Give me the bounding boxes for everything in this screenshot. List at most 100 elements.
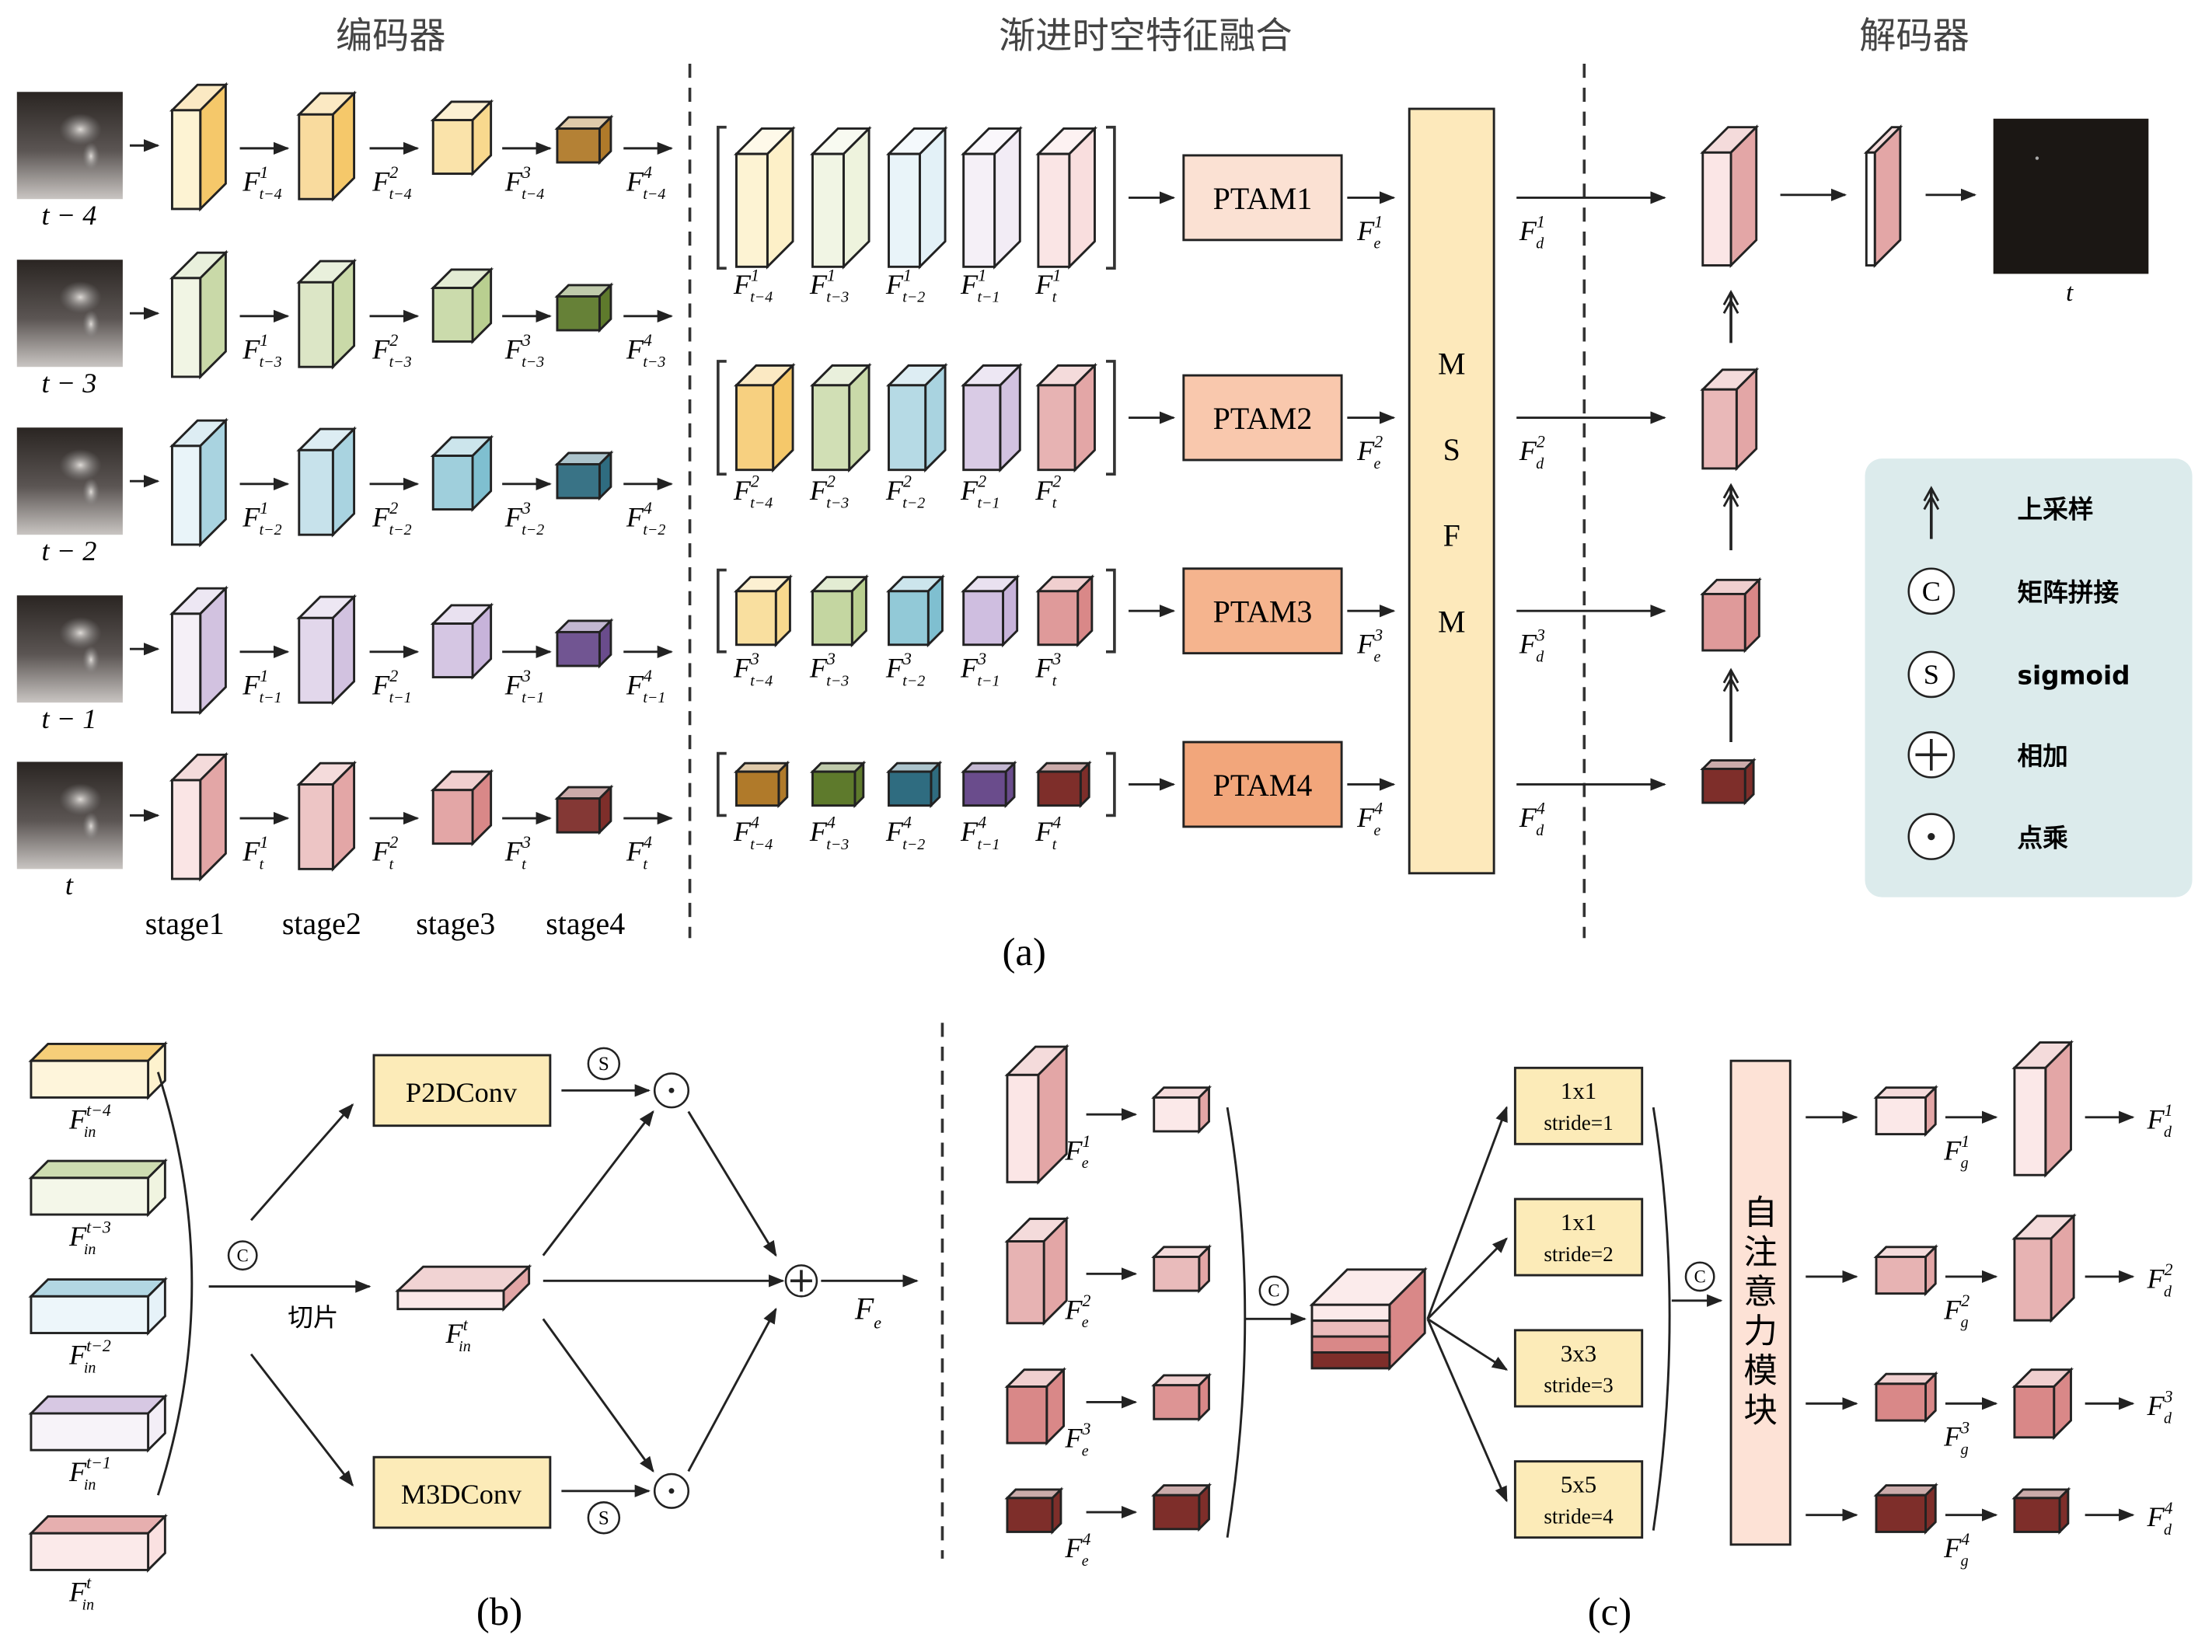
- stage3-block: [430, 602, 494, 681]
- bracket-right: [1106, 751, 1116, 817]
- to-pool-box-arrow: [1426, 1237, 1508, 1320]
- block-front-face: [556, 630, 601, 667]
- ptam-box: [1182, 741, 1343, 828]
- head1: [1722, 667, 1739, 684]
- block-front-face: [1701, 151, 1732, 267]
- concat-c-icon-ring: [1258, 1275, 1289, 1306]
- slab-front: [30, 1532, 150, 1571]
- concat-c-icon-glyph: C: [1694, 1267, 1706, 1287]
- block-front-face: [1037, 590, 1080, 647]
- output-time-label: t: [2066, 279, 2074, 307]
- to-pool-box-arrow: [1426, 1106, 1508, 1319]
- sigmoid-s-icon: S: [1907, 650, 1956, 699]
- block-side-face: [1743, 758, 1755, 806]
- photo-target: [82, 310, 99, 338]
- fusion-input-block: [1035, 760, 1092, 809]
- block-front-face: [811, 590, 853, 647]
- to-m3d-arrow: [249, 1353, 354, 1487]
- block-front-face: [1875, 1096, 1927, 1136]
- attention-char: 模: [1743, 1352, 1778, 1391]
- dot: [668, 1488, 675, 1494]
- block-front-face: [888, 770, 933, 807]
- input-frame-image: [16, 762, 123, 870]
- block-side-face: [1068, 125, 1096, 270]
- fusion-input-block: [885, 760, 943, 809]
- head2: [1722, 491, 1739, 507]
- slab-front: [30, 1412, 150, 1452]
- decoder-panel: t: [1700, 118, 2149, 806]
- pooling-stride: stride=2: [1544, 1242, 1613, 1266]
- fusion-input-block: [885, 125, 948, 270]
- attention-box: [1729, 1059, 1792, 1546]
- block-side-face: [853, 760, 865, 809]
- panel-b-input-slab: [28, 1393, 168, 1453]
- concat-brace: [1226, 1107, 1247, 1538]
- stage1-block: [169, 249, 229, 380]
- output-prediction-map: [1993, 118, 2149, 274]
- block-front-face: [1701, 592, 1746, 652]
- block-side-face: [1924, 1244, 1937, 1297]
- photo-cloud: [59, 281, 102, 314]
- pooling-kernel: 5x5: [1561, 1472, 1596, 1498]
- block-front-face: [298, 616, 334, 704]
- block-front-face: [556, 797, 601, 834]
- stage2-block: [296, 426, 358, 538]
- sigmoid-s-icon-glyph: S: [598, 1508, 609, 1529]
- stage1-block: [169, 751, 229, 882]
- block-front-face: [170, 444, 202, 546]
- block-front-face: [1037, 384, 1076, 472]
- dot-multiply-icon: [653, 1473, 690, 1509]
- fusion-title: 渐进时空特征融合: [999, 15, 1293, 58]
- block-front-face: [431, 789, 474, 845]
- block-side-face: [766, 125, 794, 270]
- frame-time-label: t − 4: [41, 200, 96, 231]
- block-side-face: [924, 362, 947, 473]
- block-front-face: [811, 152, 845, 268]
- panel-label-a: (a): [1003, 930, 1046, 974]
- m3dconv-label: M3DConv: [401, 1479, 522, 1510]
- stage4-block: [554, 618, 614, 669]
- attention-char: 自: [1743, 1194, 1778, 1233]
- block-front-face: [811, 384, 851, 472]
- block-front-face: [298, 783, 334, 870]
- block-front-face: [2013, 1385, 2056, 1439]
- bracket-left: [717, 125, 727, 270]
- fusion-input-block: [733, 125, 796, 270]
- stage-label: stage1: [145, 906, 225, 941]
- block-front-face: [556, 462, 601, 500]
- pooling-rect: [1513, 1329, 1644, 1408]
- output-target-point: [2035, 156, 2039, 160]
- stage3-block: [430, 99, 494, 177]
- slab-front: [30, 1059, 150, 1099]
- decoder-head-block: [1863, 124, 1903, 269]
- ptam-box: [1182, 154, 1343, 242]
- block-side-face: [1743, 577, 1760, 653]
- concat-c-icon-ring: [1907, 567, 1956, 615]
- panel-label-c: (c): [1588, 1590, 1631, 1633]
- block-side-face: [2058, 1486, 2070, 1535]
- stage1-block: [169, 585, 229, 716]
- block-side-face: [1873, 124, 1902, 269]
- fusion-input-block: [1035, 574, 1095, 648]
- photo-target: [82, 142, 99, 170]
